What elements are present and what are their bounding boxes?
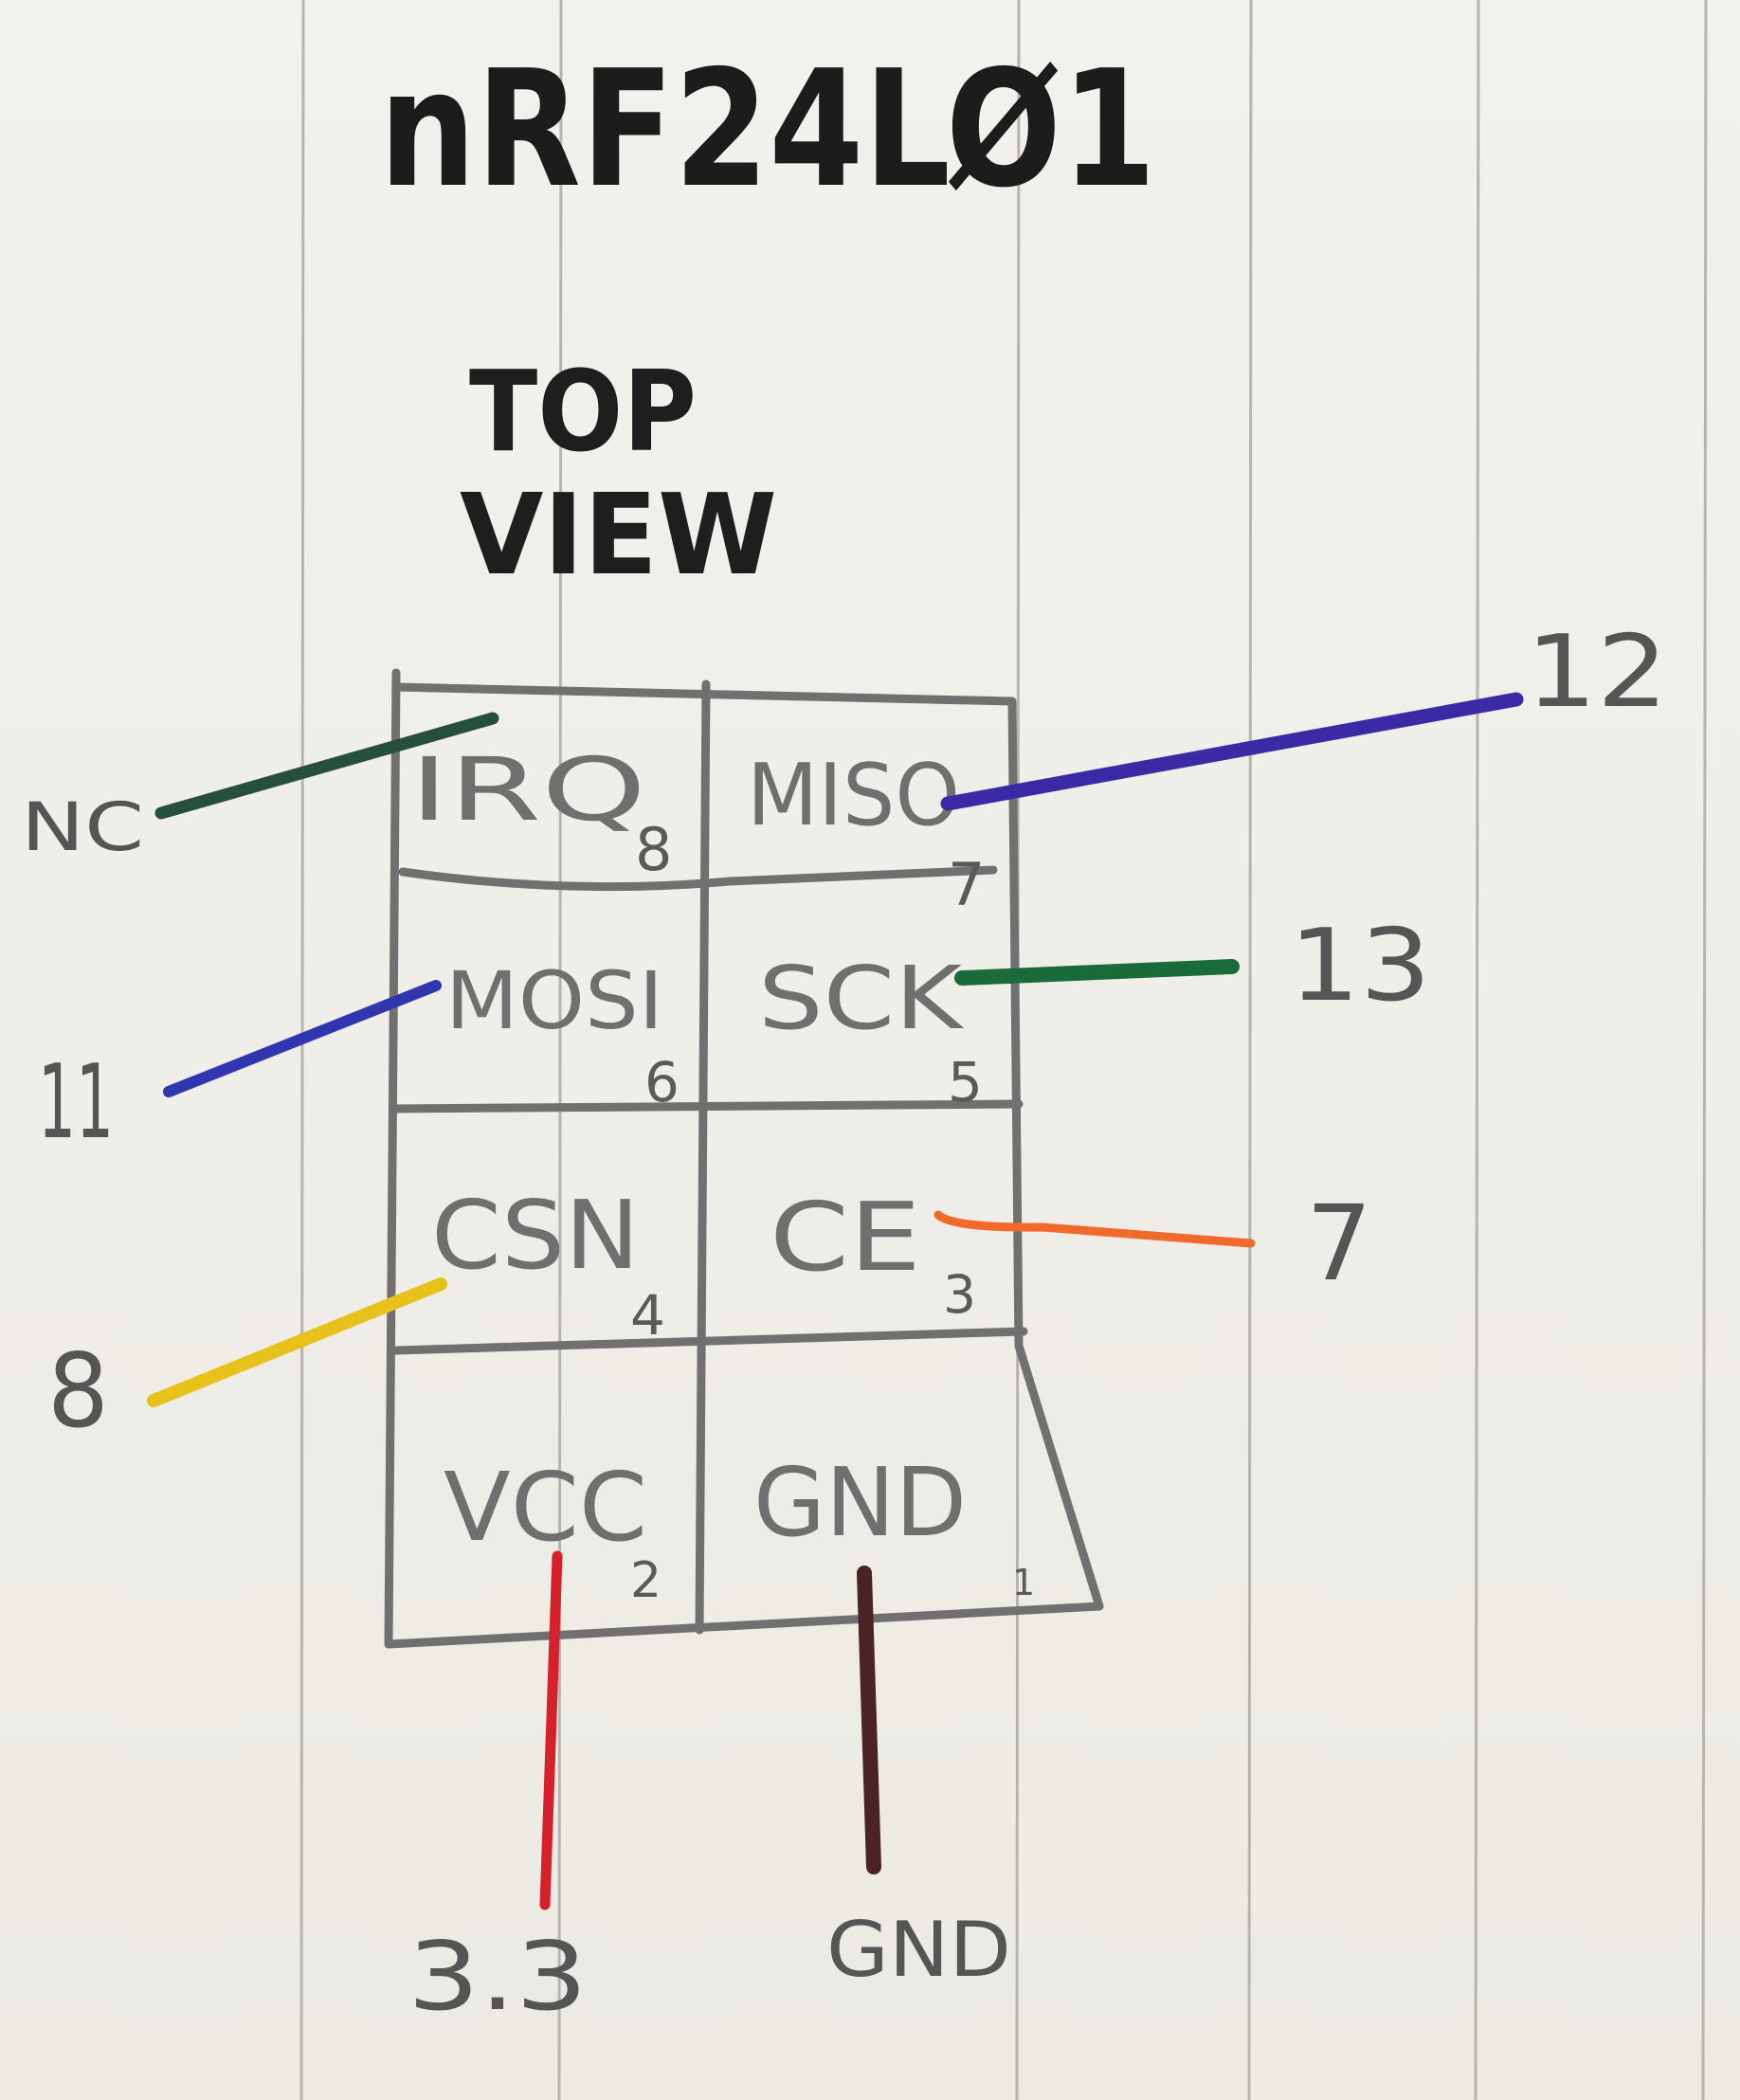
connection-label-miso: 12 <box>1526 614 1668 730</box>
chip-title: nRF24LØ1 <box>379 36 1156 224</box>
wire-irq <box>154 712 499 820</box>
connection-labels: NC 12 11 13 8 7 3.3 GND <box>21 614 1668 2032</box>
connection-label-irq: NC <box>21 788 144 866</box>
pin-name-gnd: GND <box>753 1447 967 1558</box>
wire-sck <box>954 959 1240 986</box>
wire-vcc <box>539 1550 563 1910</box>
pin-name-sck: SCK <box>758 948 965 1049</box>
wire-miso <box>940 692 1524 811</box>
pin-number-mosi: 6 <box>644 1050 680 1114</box>
top-view-heading-line2: VIEW <box>460 469 777 600</box>
wire-mosi <box>163 980 442 1097</box>
pin-number-sck: 5 <box>948 1050 983 1114</box>
pin-name-ce: CE <box>770 1182 921 1293</box>
wire-gnd <box>857 1566 881 1874</box>
connection-label-vcc: 3.3 <box>408 1921 588 2032</box>
pin-name-irq: IRQ <box>409 739 646 841</box>
notebook-rules <box>299 0 1708 2100</box>
wire-ce <box>933 1210 1256 1248</box>
wires <box>147 692 1524 1910</box>
pin-name-miso: MISO <box>747 746 960 845</box>
pin-grid <box>384 668 1104 1649</box>
pin-number-ce: 3 <box>943 1264 976 1325</box>
pin-number-vcc: 2 <box>630 1552 662 1609</box>
pin-number-miso: 7 <box>948 850 985 919</box>
connection-label-mosi: 11 <box>38 1043 114 1162</box>
pin-name-vcc: VCC <box>444 1452 647 1563</box>
pin-number-irq: 8 <box>635 815 672 884</box>
wire-csn <box>147 1277 447 1407</box>
connection-label-csn: 8 <box>47 1332 109 1451</box>
connection-label-gnd: GND <box>826 1906 1011 1994</box>
top-view-heading-line1: TOP <box>469 346 697 477</box>
connection-label-ce: 7 <box>1306 1183 1372 1304</box>
pin-number-csn: 4 <box>630 1283 665 1348</box>
connection-label-sck: 13 <box>1289 908 1431 1023</box>
pin-name-mosi: MOSI <box>445 954 663 1047</box>
pin-name-csn: CSN <box>431 1180 640 1291</box>
pin-number-gnd: 1 <box>1012 1562 1035 1603</box>
